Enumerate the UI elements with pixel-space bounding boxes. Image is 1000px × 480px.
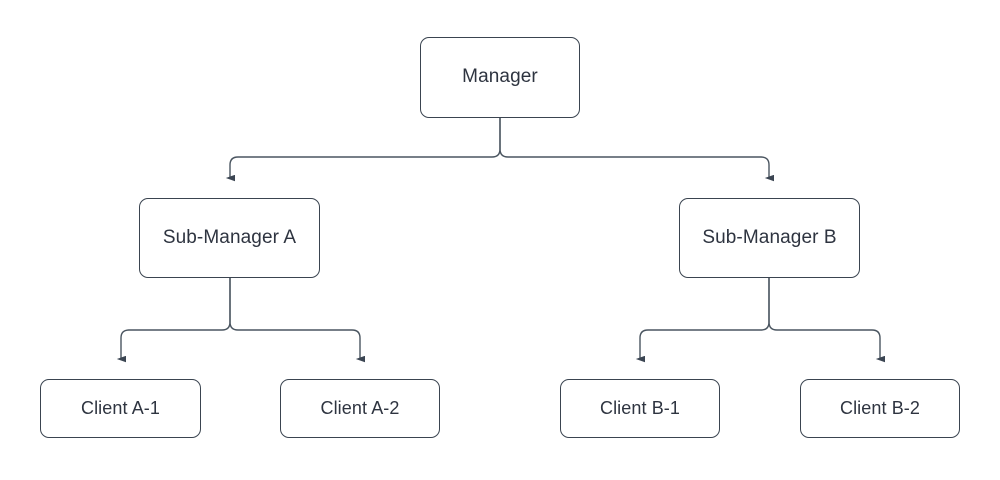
node-manager-label: Manager <box>462 66 538 88</box>
connector-sub-manager-a-to-client-a-2 <box>229 278 365 363</box>
node-client-b-1-label: Client B-1 <box>599 397 681 418</box>
node-sub-manager-b-label: Sub-Manager B <box>702 226 837 248</box>
node-client-b-2-label: Client B-2 <box>839 397 921 418</box>
node-client-b-1[interactable]: Client B-1 <box>560 379 720 438</box>
connector-manager-to-sub-manager-b <box>499 118 774 182</box>
node-sub-manager-a-label: Sub-Manager A <box>162 226 297 248</box>
node-manager[interactable]: Manager <box>420 37 580 118</box>
node-client-a-2[interactable]: Client A-2 <box>280 379 440 438</box>
node-client-a-1[interactable]: Client A-1 <box>40 379 201 438</box>
node-client-a-2-label: Client A-2 <box>320 397 400 418</box>
node-client-b-2[interactable]: Client B-2 <box>800 379 960 438</box>
node-client-a-1-label: Client A-1 <box>80 397 161 418</box>
connector-sub-manager-b-to-client-b-1 <box>635 278 770 363</box>
connector-sub-manager-b-to-client-b-2 <box>768 278 885 363</box>
node-sub-manager-b[interactable]: Sub-Manager B <box>679 198 860 278</box>
connector-sub-manager-a-to-client-a-1 <box>116 278 231 363</box>
connector-manager-to-sub-manager-a <box>225 118 501 182</box>
node-sub-manager-a[interactable]: Sub-Manager A <box>139 198 320 278</box>
